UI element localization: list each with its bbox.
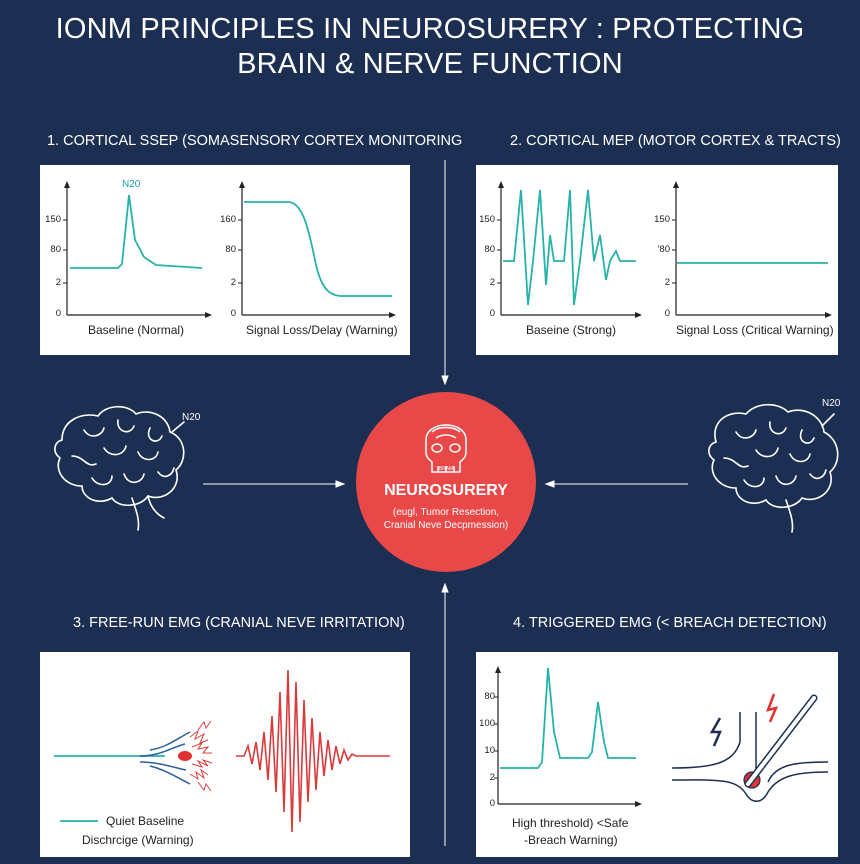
page-title: IONM PRINCIPLES IN NEUROSURERY : PROTECT… <box>0 12 860 82</box>
emg-trig-panel: 80 100 10 2 0 High threshold) <Safe -Bre… <box>476 652 838 857</box>
ssep-loss-wave <box>244 201 392 297</box>
mep-graphs <box>497 181 832 318</box>
pedicle-screw-illustration <box>671 693 829 802</box>
tick: 2 <box>55 277 61 288</box>
center-subtitle: (eugl, Tumor Resection, Cranial Neve Dec… <box>366 506 526 532</box>
ssep-panel: N20 150 80 2 0 160 80 2 0 Baseline (Norm… <box>40 165 410 355</box>
center-sub-line-2: Cranial Neve Decpmession) <box>383 520 509 531</box>
skull-brain-icon: BRAM <box>425 424 467 473</box>
emg-free-heading: 3. FREE-RUN EMG (CRANIAL NEVE IRRITATION… <box>73 615 405 631</box>
title-line-2: BRAIN & NERVE FUNCTION <box>237 48 623 80</box>
tick: 0 <box>489 798 495 809</box>
mep-baseline-wave <box>503 189 636 306</box>
tick: 2 <box>230 277 236 288</box>
tick: 80 <box>50 244 61 255</box>
tick: '80 <box>657 244 670 255</box>
tick: 2 <box>489 277 495 288</box>
tick: 150 <box>479 214 495 225</box>
emg-trig-graph <box>494 666 829 807</box>
ssep-heading: 1. CORTICAL SSEP (SOMASENSORY CORTEX MON… <box>47 133 463 149</box>
emg-free-legend-2: Dischrcige (Warning) <box>82 833 194 847</box>
tick: 0 <box>55 308 61 319</box>
tick: 0 <box>489 308 495 319</box>
tick: 2 <box>664 277 670 288</box>
tick: 150 <box>654 214 670 225</box>
mep-heading: 2. CORTICAL MEP (MOTOR CORTEX & TRACTS) <box>510 133 841 149</box>
tick: 10 <box>484 745 495 756</box>
ssep-baseline-wave <box>70 194 203 269</box>
neurosurgery-hub: BRAM NEUROSURERY (eugl, Tumor Resection,… <box>356 392 536 572</box>
emg-trig-heading: 4. TRIGGERED EMG (< BREACH DETECTION) <box>513 615 827 631</box>
emg-burst-wave <box>236 669 390 833</box>
ssep-graph1-label: Baseline (Normal) <box>88 323 185 337</box>
emg-free-illustration <box>54 669 390 833</box>
ssep-graph2-label: Signal Loss/Delay (Warning) <box>246 323 398 337</box>
tick: 0 <box>230 308 236 319</box>
emg-free-legend-1: Quiet Baseline <box>106 814 185 828</box>
mep-graph1-label: Baseine (Strong) <box>526 323 617 337</box>
brain-right-icon <box>708 403 839 533</box>
tick: 80 <box>484 691 495 702</box>
mep-panel: 150 80 2 0 150 '80 2 0 Baseine (Strong) … <box>476 165 838 355</box>
title-line-1: IONM PRINCIPLES IN NEUROSURERY : PROTECT… <box>55 13 805 45</box>
center-title: NEUROSURERY <box>384 482 508 499</box>
tick: 80 <box>225 244 236 255</box>
tick: 0 <box>664 308 670 319</box>
tick: 80 <box>484 244 495 255</box>
skull-text: BRAM <box>439 466 453 472</box>
emg-free-panel: Quiet Baseline Dischrcige (Warning) <box>40 652 410 857</box>
center-sub-line-1: (eugl, Tumor Resection, <box>392 507 500 518</box>
emg-trig-label-1: High threshold) <Safe <box>512 816 629 830</box>
tick: 160 <box>220 214 236 225</box>
mep-graph2-label: Signal Loss (Critical Warning) <box>676 323 834 337</box>
emg-trig-label-2: -Breach Warning) <box>524 833 618 847</box>
tick: 150 <box>45 214 61 225</box>
brain-left-icon <box>54 405 185 531</box>
tick: 2 <box>489 772 495 783</box>
ssep-graphs <box>63 181 396 318</box>
n20-peak-label: N20 <box>122 179 141 190</box>
triggered-wave <box>500 667 636 769</box>
brain-right-label: N20 <box>822 398 841 409</box>
tick: 100 <box>479 718 495 729</box>
brain-left-label: N20 <box>182 412 201 423</box>
